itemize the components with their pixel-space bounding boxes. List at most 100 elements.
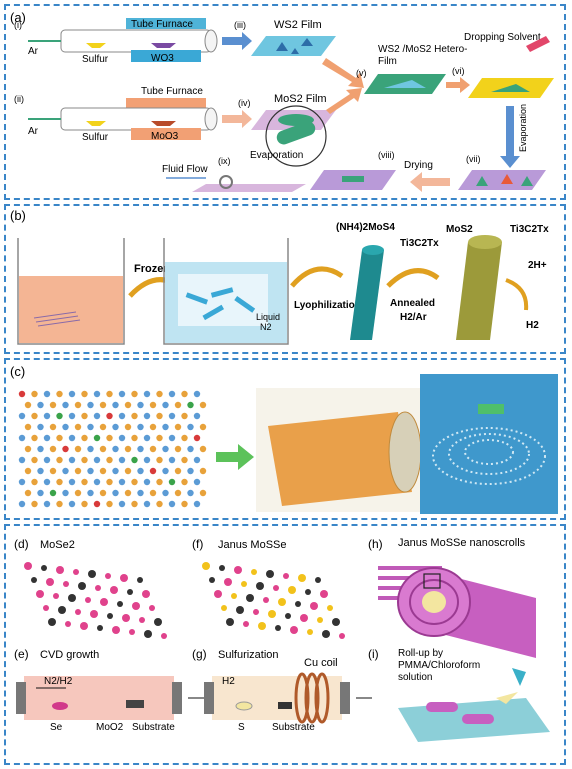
furnace-top-heater <box>131 50 201 62</box>
lattice-atom <box>118 456 126 464</box>
lattice-atom <box>193 390 201 398</box>
crystal-atom <box>298 574 306 582</box>
crystal-atom <box>339 633 345 639</box>
crystal-atom <box>290 626 298 634</box>
janus-nanoscroll <box>378 566 536 658</box>
arrow-to-vi <box>446 77 470 93</box>
moo3-boat <box>151 121 176 126</box>
i-title-2: PMMA/Chloroform <box>398 660 480 671</box>
lattice-atom <box>18 412 26 420</box>
crystal-atom <box>263 597 269 603</box>
e-se: Se <box>50 722 63 733</box>
lattice-atom <box>199 445 207 453</box>
crystal-atom <box>149 605 155 611</box>
crystal-atom <box>85 597 91 603</box>
lattice-atom <box>112 489 119 497</box>
lattice-atom <box>199 401 207 409</box>
crystal-atom <box>317 617 323 623</box>
lattice-atom <box>118 434 126 442</box>
crystal-atom <box>65 621 71 627</box>
lattice-atom <box>106 412 113 420</box>
tube-top <box>60 29 212 53</box>
lattice-atom <box>56 434 63 442</box>
lattice-atom <box>56 412 63 420</box>
lattice-atom <box>181 500 188 508</box>
rollup-scroll-2 <box>462 714 494 724</box>
sulfur-boat-top <box>86 43 106 48</box>
crystal-atom <box>202 562 210 570</box>
crystal-atom <box>120 574 128 582</box>
sulfur-cap-left <box>204 682 214 714</box>
crystal-atom <box>322 630 330 638</box>
beaker-2 <box>163 238 289 345</box>
crystal-atom <box>288 586 296 594</box>
arrow-lyophilization <box>290 266 344 288</box>
lattice-atom <box>81 390 88 398</box>
lattice-atom <box>168 500 176 508</box>
crystal-atom <box>246 594 254 602</box>
lattice-atom <box>74 467 82 475</box>
lattice-atom <box>99 445 107 453</box>
lattice-atom <box>56 390 63 398</box>
lattice-atom <box>199 489 207 497</box>
lattice-atom <box>162 423 169 431</box>
step-iii: (iii) <box>234 20 246 30</box>
crystal-atom <box>320 590 328 598</box>
drying-label: Drying <box>404 160 433 171</box>
lattice-atom <box>99 423 107 431</box>
lattice-atom <box>87 489 94 497</box>
lattice-atom <box>193 456 201 464</box>
crystal-atom <box>221 605 227 611</box>
crystal-atom <box>241 581 247 587</box>
flow-roll <box>219 175 233 189</box>
lattice-atom <box>99 467 107 475</box>
crystal-atom <box>161 633 167 639</box>
lattice-atom <box>143 434 151 442</box>
crystal-atom <box>63 581 69 587</box>
lattice-atom <box>93 478 101 486</box>
lattice-atom <box>24 489 32 497</box>
lattice-atom <box>43 412 51 420</box>
lattice-atom <box>81 456 88 464</box>
sulfur-tube <box>212 676 342 720</box>
ti3c2tx-label-1: Ti3C2Tx <box>400 238 439 249</box>
furnace-bottom-heater <box>131 128 201 140</box>
lattice-atom <box>112 467 119 475</box>
mos2-film-label: MoS2 Film <box>274 93 327 105</box>
lattice-atom <box>199 467 207 475</box>
lattice-atom <box>37 445 44 453</box>
ws2-film-label: WS2 Film <box>274 19 322 31</box>
g-s: S <box>238 722 245 733</box>
lattice-sheet <box>18 390 207 508</box>
crystal-atom <box>78 582 86 590</box>
lattice-atom <box>49 489 57 497</box>
h-title: Janus MoSSe nanoscrolls <box>398 537 526 549</box>
sulfur-bottom: Sulfur <box>82 132 109 143</box>
lattice-atom <box>156 412 163 420</box>
cvd-tube <box>24 676 174 720</box>
f-label: (f) <box>192 537 203 551</box>
lattice-atom <box>106 478 113 486</box>
e-moo2: MoO2 <box>96 722 124 733</box>
lattice-atom <box>181 412 188 420</box>
panel-b-drawing: (b) Frozen Liquid N2 Lyophilization (NH4… <box>10 208 549 345</box>
lattice-atom <box>62 467 69 475</box>
lattice-atom <box>156 500 163 508</box>
panel-a: (a) (i) Tube Furnace Ar Sulfur WO3 (iii)… <box>4 4 566 200</box>
lattice-atom <box>162 445 169 453</box>
lattice-atom <box>193 412 201 420</box>
crystal-atom <box>36 590 44 598</box>
cu-coil <box>294 672 330 724</box>
lattice-atom <box>93 434 101 442</box>
lattice-atom <box>37 401 44 409</box>
crystal-mose2 <box>24 562 167 639</box>
lattice-atom <box>162 467 169 475</box>
ws2-triangle <box>301 38 313 46</box>
furnace-top-band <box>126 18 206 29</box>
lattice-atom <box>74 401 82 409</box>
lattice-atom <box>18 390 26 398</box>
lattice-atom <box>124 489 132 497</box>
dropping-solvent: Dropping Solvent <box>464 32 541 43</box>
g-title: Sulfurization <box>218 649 279 661</box>
crystal-atom <box>327 605 333 611</box>
